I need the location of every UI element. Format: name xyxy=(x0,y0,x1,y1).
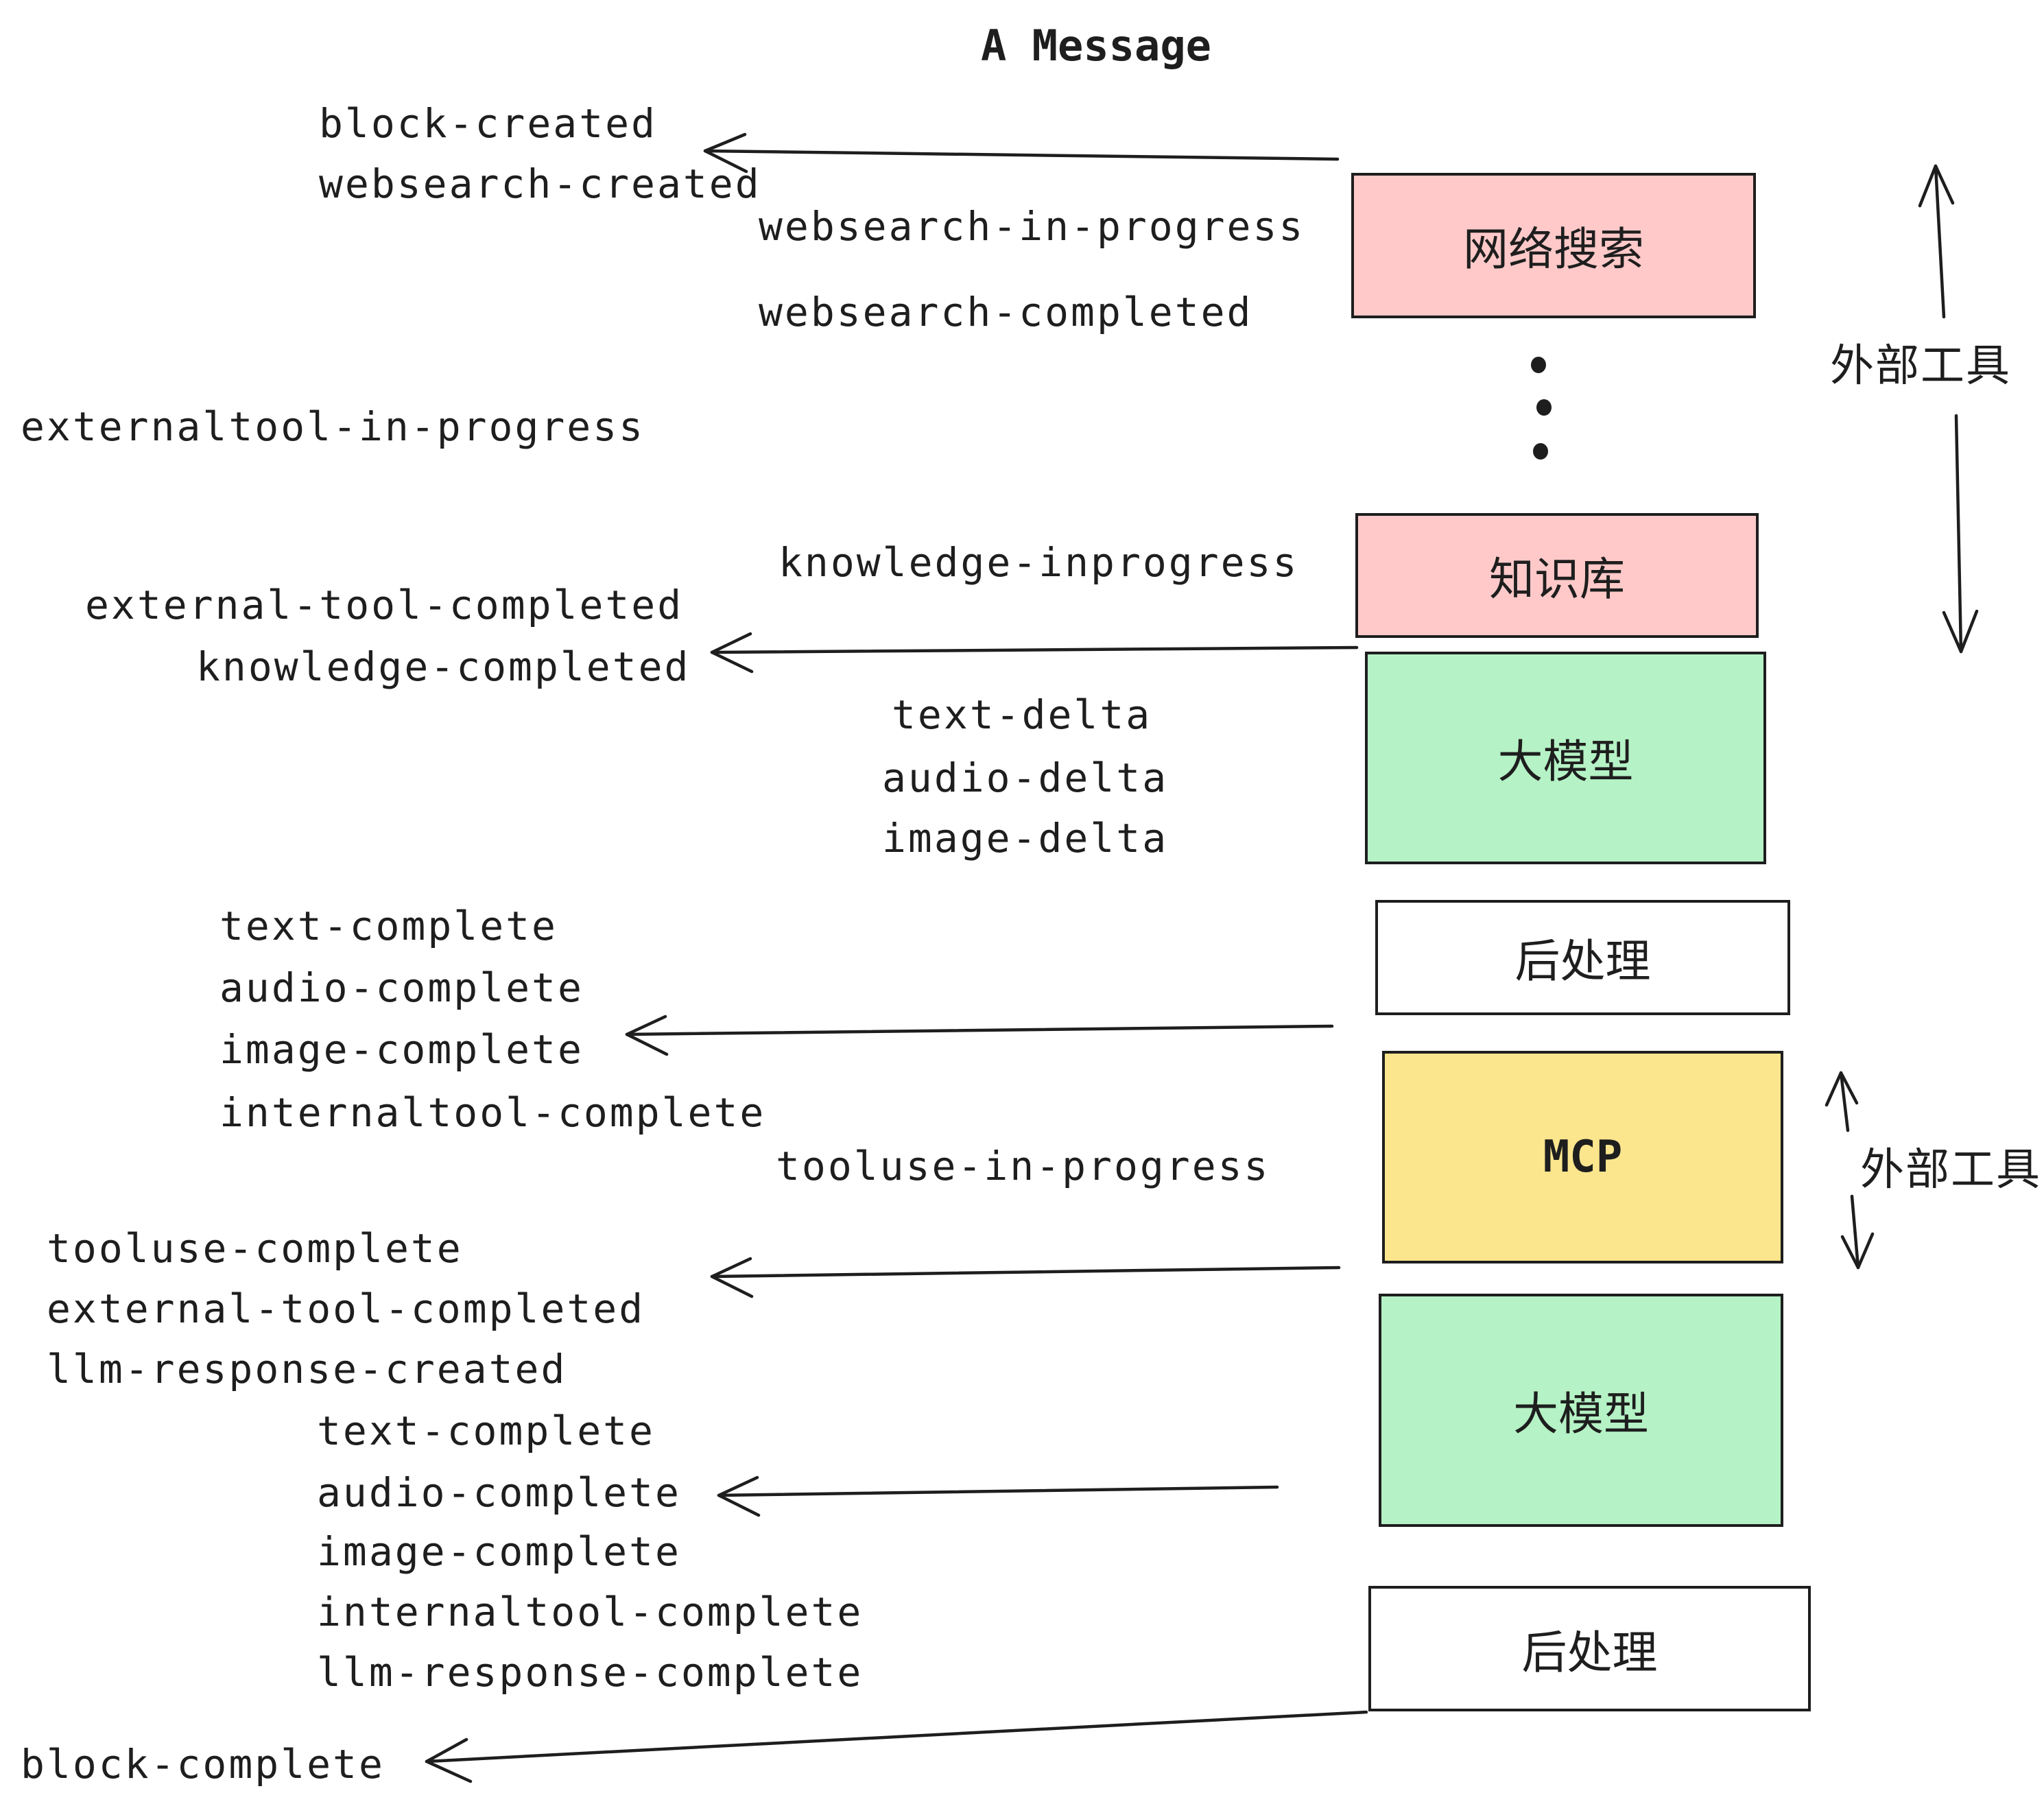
event-llm-response-created: llm-response-created xyxy=(47,1346,567,1392)
box-llm-2-label: 大模型 xyxy=(1513,1388,1649,1440)
arrow-left-block-complete xyxy=(425,1710,1368,1783)
arrow-left-knowledge-completed xyxy=(710,632,1359,674)
event-external-tool-completed: external-tool-completed xyxy=(85,582,684,628)
box-mcp-label: MCP xyxy=(1543,1132,1623,1183)
event-audio-complete-2: audio-complete xyxy=(317,1469,681,1516)
box-knowledge: 知识库 xyxy=(1355,513,1759,638)
event-websearch-created: websearch-created xyxy=(319,161,761,207)
arrow-down-external-tools-top xyxy=(1942,414,1979,654)
box-llm-1: 大模型 xyxy=(1365,652,1766,864)
arrow-up-external-tools-top xyxy=(1918,164,1955,319)
ellipsis-dot xyxy=(1536,399,1552,416)
box-postproc-2-label: 后处理 xyxy=(1521,1626,1658,1679)
box-websearch: 网络搜索 xyxy=(1351,173,1756,318)
ellipsis-dot xyxy=(1531,357,1546,373)
arrow-left-tooluse-complete xyxy=(710,1257,1341,1298)
external-tools-label-top: 外部工具 xyxy=(1830,341,2011,392)
box-postproc-2: 后处理 xyxy=(1368,1586,1811,1711)
event-block-created: block-created xyxy=(319,100,657,147)
event-text-delta: text-delta xyxy=(892,691,1152,738)
arrow-left-audio-complete xyxy=(717,1475,1279,1517)
box-llm-2: 大模型 xyxy=(1379,1294,1783,1527)
arrow-left-websearch-created xyxy=(703,132,1340,174)
arrow-down-external-tools-bottom xyxy=(1840,1194,1875,1270)
box-postproc-1-label: 后处理 xyxy=(1514,935,1651,988)
box-mcp: MCP xyxy=(1382,1051,1783,1263)
event-text-complete-2: text-complete xyxy=(317,1408,655,1454)
diagram-title: A Message xyxy=(981,21,1211,71)
event-image-delta: image-delta xyxy=(882,815,1169,862)
arrow-up-external-tools-bottom xyxy=(1825,1071,1859,1132)
box-knowledge-label: 知识库 xyxy=(1489,553,1625,606)
event-knowledge-completed: knowledge-completed xyxy=(196,643,691,690)
event-externaltool-in-progress: externaltool-in-progress xyxy=(21,403,645,450)
arrow-left-image-complete xyxy=(625,1014,1334,1056)
event-websearch-completed: websearch-completed xyxy=(759,289,1253,335)
ellipsis-dot xyxy=(1533,443,1548,460)
event-block-complete: block-complete xyxy=(21,1741,385,1788)
event-tooluse-in-progress: tooluse-in-progress xyxy=(776,1143,1270,1189)
box-postproc-1: 后处理 xyxy=(1375,900,1790,1015)
event-text-complete: text-complete xyxy=(219,903,558,949)
box-websearch-label: 网络搜索 xyxy=(1463,223,1644,276)
event-tooluse-complete: tooluse-complete xyxy=(47,1225,463,1272)
event-image-complete-2: image-complete xyxy=(317,1528,681,1575)
event-audio-complete: audio-complete xyxy=(219,964,584,1011)
event-audio-delta: audio-delta xyxy=(882,755,1169,801)
event-llm-response-complete: llm-response-complete xyxy=(317,1649,864,1696)
event-websearch-in-progress: websearch-in-progress xyxy=(759,203,1305,250)
event-internaltool-complete: internaltool-complete xyxy=(219,1089,766,1136)
event-internaltool-complete-2: internaltool-complete xyxy=(317,1589,864,1635)
event-knowledge-inprogress: knowledge-inprogress xyxy=(779,539,1299,586)
box-llm-1-label: 大模型 xyxy=(1497,735,1634,788)
event-image-complete: image-complete xyxy=(219,1026,584,1073)
external-tools-label-bottom: 外部工具 xyxy=(1860,1145,2041,1196)
event-external-tool-completed-2: external-tool-completed xyxy=(47,1285,645,1332)
